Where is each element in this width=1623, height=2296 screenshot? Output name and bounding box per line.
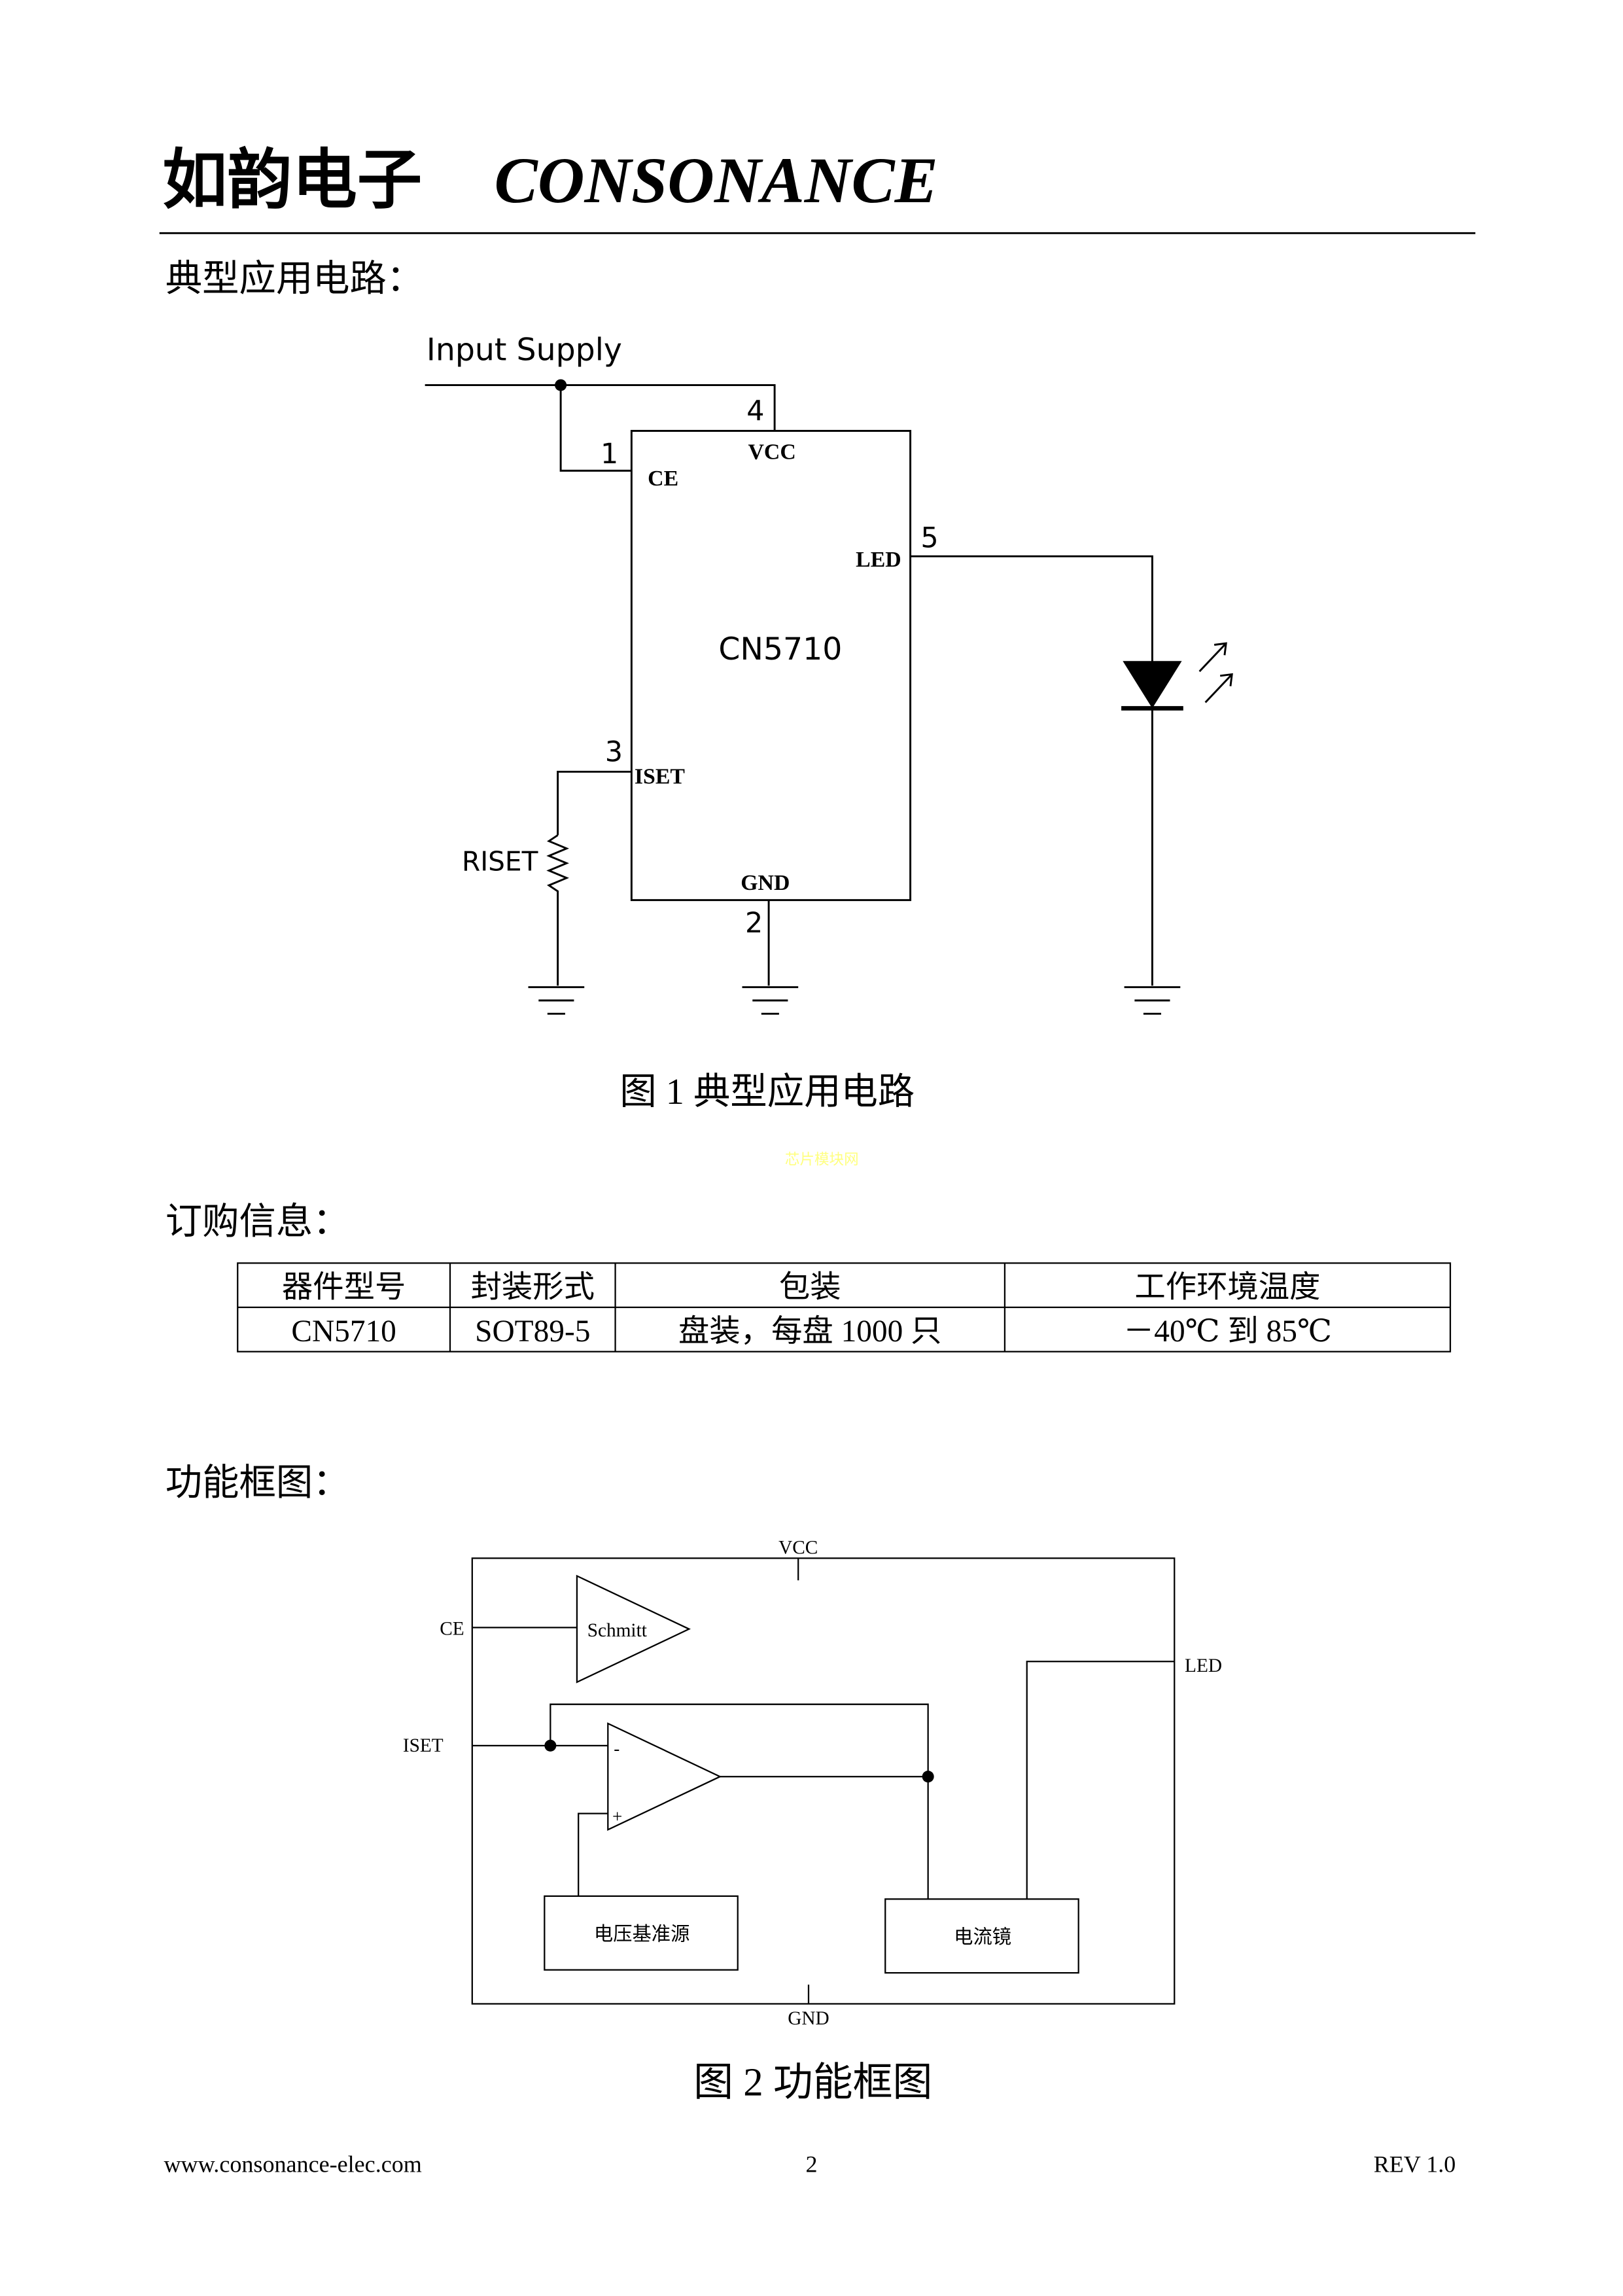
op-amp-icon: [607, 1722, 722, 1831]
table-cell: SOT89-5: [475, 1315, 590, 1349]
figure-1-caption: 图 1 典型应用电路: [620, 1072, 915, 1112]
pin-number: 1: [601, 438, 618, 470]
light-arrows-icon: [1198, 642, 1233, 703]
pin-number: 2: [745, 907, 763, 940]
plus-input: +: [612, 1807, 622, 1826]
typical-application-circuit: Input Supply 1 4 5 3 2 VCC CE LED ISET G…: [425, 332, 1233, 1015]
ordering-table: 器件型号 封装形式 包装 工作环境温度 CN5710 SOT89-5 盘装，每盘…: [237, 1262, 1452, 1352]
iset-wire: [557, 770, 632, 836]
led-label: LED: [1185, 1655, 1222, 1676]
pin-number: 4: [746, 395, 764, 428]
current-mirror-label: 电流镜: [954, 1926, 1011, 1948]
resistor-icon: [546, 834, 569, 986]
current-mirror-block: [884, 1898, 1079, 1974]
functional-block-diagram: VCC CE Schmitt LED ISET - + 电压基准源 电流镜 GN…: [403, 1538, 1222, 2029]
section-title-block-diagram: 功能框图：: [166, 1462, 350, 1503]
footer-website: www.consonance-elec.com: [164, 2151, 421, 2178]
led-diode-icon: [1123, 661, 1182, 709]
section-title-typical-circuit: 典型应用电路：: [166, 258, 424, 299]
watermark: 芯片模块网: [785, 1151, 859, 1168]
revision: REV 1.0: [1374, 2151, 1456, 2178]
table-header: 封装形式: [471, 1270, 595, 1304]
voltage-reference-block: [544, 1895, 739, 1971]
supply-label: Input Supply: [427, 332, 622, 368]
minus-input: -: [614, 1739, 620, 1758]
brand-cn: 如韵电子: [162, 143, 422, 218]
chip-body: [630, 430, 912, 902]
iset-label: ISET: [403, 1735, 444, 1756]
brand-en: CONSONANCE: [495, 145, 938, 217]
supply-wire: [425, 384, 776, 431]
ce-wire: [559, 385, 632, 472]
voltage-reference-label: 电压基准源: [594, 1924, 689, 1945]
ground-icon: [528, 986, 1181, 1015]
pin-label-led: LED: [856, 548, 901, 572]
led-wire: [910, 555, 1153, 986]
chip-name: CN5710: [718, 631, 842, 667]
vcc-label: VCC: [778, 1538, 818, 1559]
table-cell: CN5710: [291, 1315, 396, 1349]
pin-label-vcc: VCC: [748, 440, 796, 464]
gnd-label: GND: [788, 2008, 829, 2029]
table-header: 工作环境温度: [1134, 1270, 1320, 1304]
pin-label-gnd: GND: [741, 871, 790, 895]
schmitt-trigger-icon: [576, 1574, 691, 1684]
resistor-label: RISET: [462, 846, 538, 877]
pin-number: 5: [920, 522, 938, 555]
schmitt-label: Schmitt: [587, 1620, 647, 1641]
table-cell: －40℃ 到 85℃: [1123, 1315, 1332, 1349]
pin-number: 3: [605, 736, 623, 769]
page-number: 2: [805, 2151, 817, 2178]
table-cell: 盘装，每盘 1000 只: [678, 1314, 941, 1349]
pin-label-ce: CE: [648, 467, 678, 491]
table-header: 包装: [779, 1270, 841, 1304]
pin-label-iset: ISET: [635, 764, 686, 788]
section-title-ordering: 订购信息：: [166, 1201, 350, 1242]
ce-label: CE: [440, 1619, 464, 1640]
table-header: 器件型号: [282, 1270, 406, 1304]
figure-2-caption: 图 2 功能框图: [693, 2060, 932, 2104]
